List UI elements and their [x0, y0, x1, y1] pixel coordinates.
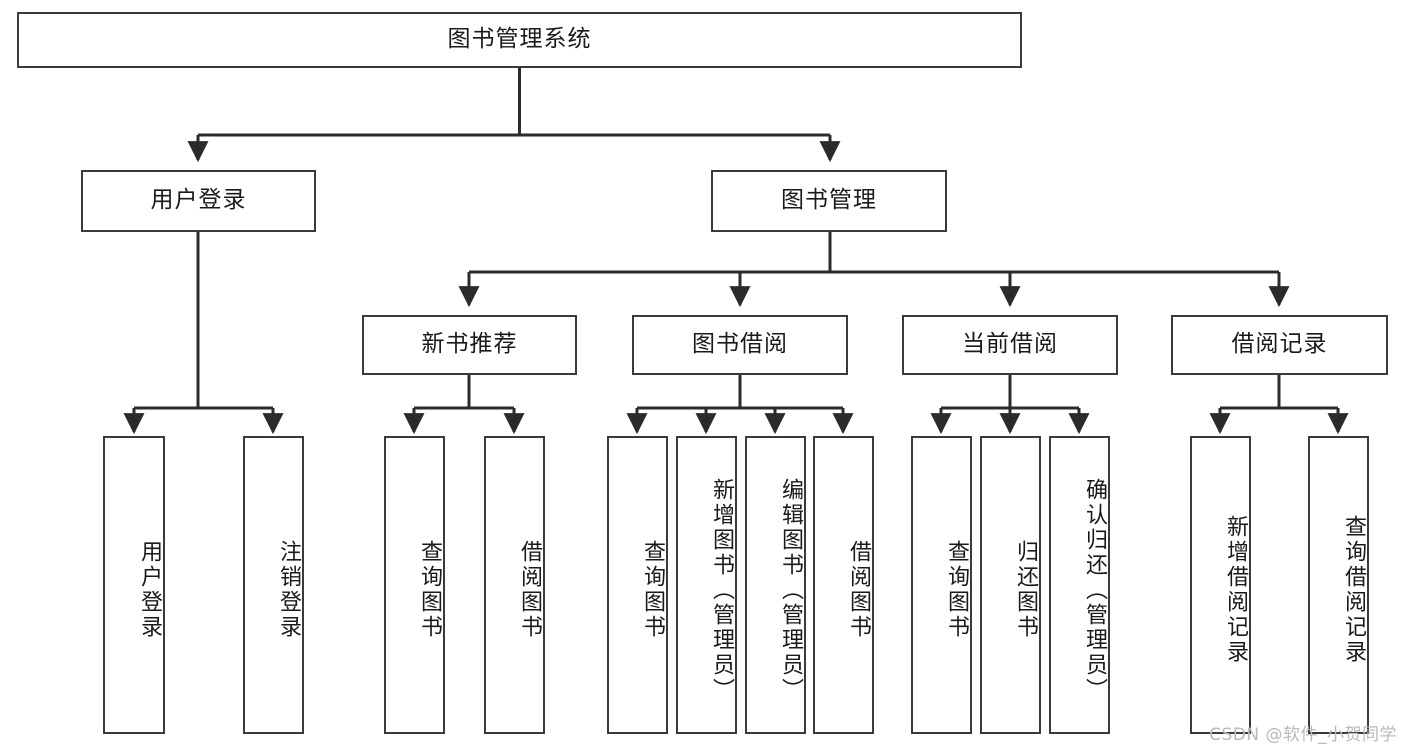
node-label: 查询图书 — [640, 540, 665, 640]
leaf-new-book-borrow[interactable]: 借阅图书 — [484, 436, 545, 734]
node-label: 借阅图书 — [846, 540, 871, 640]
node-user-login[interactable]: 用户登录 — [81, 170, 316, 232]
node-label: 图书管理 — [781, 187, 877, 214]
leaf-records-add-record[interactable]: 新增借阅记录 — [1190, 436, 1251, 734]
node-root-system[interactable]: 图书管理系统 — [17, 12, 1022, 68]
node-label: 编辑图书（管理员） — [778, 477, 803, 703]
leaf-user-login-signin[interactable]: 用户登录 — [103, 436, 165, 734]
leaf-borrow-query-book[interactable]: 查询图书 — [607, 436, 668, 734]
leaf-current-confirm-return-admin[interactable]: 确认归还（管理员） — [1049, 436, 1110, 734]
node-label: 归还图书 — [1013, 540, 1038, 640]
node-label: 查询图书 — [944, 540, 969, 640]
node-book-borrow[interactable]: 图书借阅 — [632, 315, 848, 375]
node-label: 借阅图书 — [517, 540, 542, 640]
node-book-management[interactable]: 图书管理 — [711, 170, 947, 232]
node-label: 用户登录 — [137, 540, 162, 640]
node-label: 新增图书（管理员） — [709, 477, 734, 703]
node-label: 注销登录 — [276, 540, 301, 640]
leaf-records-query-record[interactable]: 查询借阅记录 — [1308, 436, 1369, 734]
node-label: 图书管理系统 — [447, 26, 592, 53]
node-label: 新增借阅记录 — [1223, 515, 1248, 665]
node-current-borrow[interactable]: 当前借阅 — [902, 315, 1118, 375]
node-label: 用户登录 — [150, 187, 247, 214]
node-label: 图书借阅 — [692, 331, 788, 358]
node-label: 查询借阅记录 — [1341, 515, 1366, 665]
leaf-borrow-edit-book-admin[interactable]: 编辑图书（管理员） — [745, 436, 806, 734]
leaf-new-book-query[interactable]: 查询图书 — [384, 436, 445, 734]
leaf-borrow-borrow-book[interactable]: 借阅图书 — [813, 436, 874, 734]
node-new-book-recommend[interactable]: 新书推荐 — [362, 315, 577, 375]
leaf-user-login-signout[interactable]: 注销登录 — [243, 436, 304, 734]
leaf-current-query-book[interactable]: 查询图书 — [911, 436, 972, 734]
node-borrow-records[interactable]: 借阅记录 — [1171, 315, 1388, 375]
node-label: 新书推荐 — [421, 331, 518, 358]
node-label: 确认归还（管理员） — [1082, 477, 1107, 703]
node-label: 当前借阅 — [962, 331, 1058, 358]
watermark-text: CSDN @软件_小贺同学 — [1209, 725, 1397, 745]
leaf-current-return-book[interactable]: 归还图书 — [980, 436, 1041, 734]
node-label: 借阅记录 — [1231, 331, 1328, 358]
node-label: 查询图书 — [417, 540, 442, 640]
leaf-borrow-add-book-admin[interactable]: 新增图书（管理员） — [676, 436, 737, 734]
